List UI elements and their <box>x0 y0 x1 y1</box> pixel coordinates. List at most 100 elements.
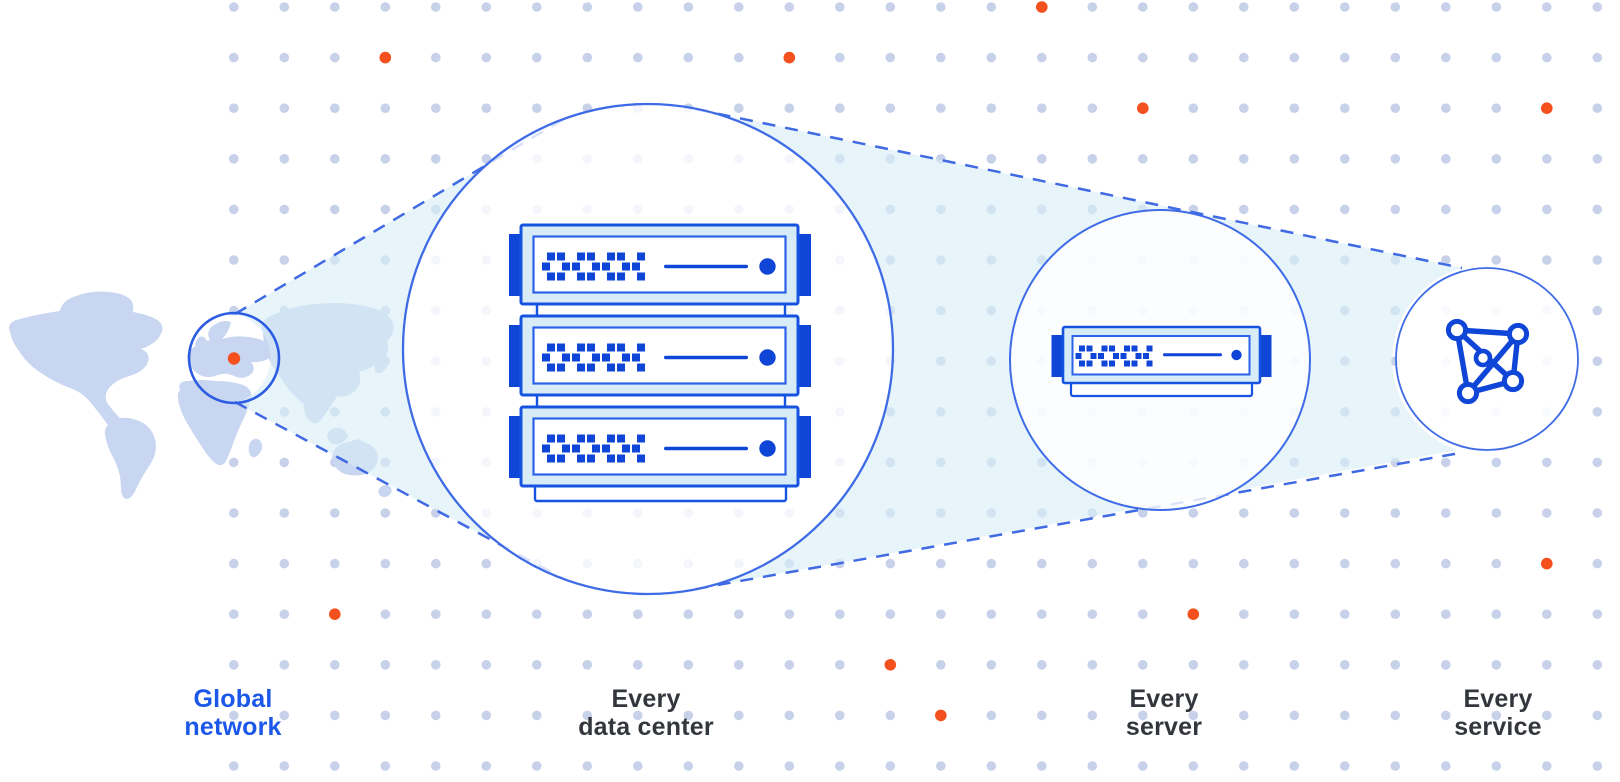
grid-dot <box>380 609 391 619</box>
grid-dot <box>532 52 542 63</box>
grid-dot <box>1491 457 1502 468</box>
grid-dot <box>633 761 643 771</box>
grid-dot <box>330 103 340 113</box>
accent-dot <box>884 659 897 671</box>
grid-dot <box>380 103 391 113</box>
grid-dot <box>330 508 340 518</box>
grid-dot <box>835 710 845 721</box>
label-line: Every <box>1129 685 1199 713</box>
grid-dot <box>1390 154 1401 164</box>
grid-dot <box>734 710 744 721</box>
grid-dot <box>481 154 492 164</box>
grid-dot <box>1188 761 1199 771</box>
grid-dot <box>1289 508 1300 518</box>
server-rack-icon <box>507 223 813 503</box>
grid-dot <box>986 154 997 164</box>
grid-dot <box>986 2 997 12</box>
grid-dot <box>734 2 744 12</box>
grid-dot <box>279 52 290 63</box>
grid-dot <box>936 660 946 670</box>
grid-dot <box>279 103 290 113</box>
zoom-cone-left <box>235 119 564 579</box>
grid-dot <box>986 761 997 771</box>
label-every-data-center: Every data center <box>496 685 796 741</box>
grid-dot <box>1542 710 1552 721</box>
grid-dot <box>279 710 290 721</box>
grid-dot <box>1441 660 1451 670</box>
grid-dot <box>1087 710 1098 721</box>
grid-dot <box>532 103 542 113</box>
grid-dot <box>986 52 997 63</box>
grid-dot <box>582 609 593 619</box>
grid-dot <box>683 2 694 12</box>
grid-dot <box>1289 52 1300 63</box>
accent-dot <box>935 709 947 722</box>
grid-dot <box>1340 508 1350 518</box>
grid-dot <box>1037 154 1047 164</box>
grid-dot <box>380 660 391 670</box>
grid-dot <box>1340 660 1350 670</box>
grid-dot <box>532 660 542 670</box>
grid-dot <box>1592 356 1603 367</box>
grid-dot <box>1441 457 1451 468</box>
grid-dot <box>683 609 694 619</box>
grid-dot <box>582 52 593 63</box>
grid-dot <box>1491 204 1502 215</box>
grid-dot <box>835 609 845 619</box>
grid-dot <box>835 660 845 670</box>
grid-dot <box>380 508 391 518</box>
grid-dot <box>279 204 290 215</box>
label-every-server: Every server <box>1014 685 1314 741</box>
grid-dot <box>532 609 542 619</box>
grid-dot <box>1087 154 1098 164</box>
grid-dot <box>1340 52 1350 63</box>
mesh-nodes <box>1445 318 1530 405</box>
grid-dot <box>1441 609 1451 619</box>
grid-dot <box>734 660 744 670</box>
grid-dot <box>885 609 896 619</box>
accent-dot <box>1187 608 1200 620</box>
grid-dot <box>1138 2 1148 12</box>
continent-north-america <box>9 308 163 428</box>
grid-dot <box>885 103 896 113</box>
grid-dot <box>1491 558 1502 569</box>
grid-dot <box>784 761 795 771</box>
grid-dot <box>683 660 694 670</box>
grid-dot <box>734 52 744 63</box>
grid-dot <box>1340 761 1350 771</box>
grid-dot <box>431 154 441 164</box>
grid-dot <box>1239 761 1249 771</box>
grid-dot <box>1390 710 1401 721</box>
grid-dot <box>1491 154 1502 164</box>
grid-dot <box>1239 52 1249 63</box>
grid-dot <box>481 761 492 771</box>
grid-dot <box>1390 609 1401 619</box>
grid-dot <box>1087 558 1098 569</box>
grid-dot <box>330 710 340 721</box>
grid-dot <box>1289 103 1300 113</box>
grid-dot <box>1188 2 1199 12</box>
grid-dot <box>734 103 744 113</box>
grid-dot <box>279 609 290 619</box>
grid-dot <box>784 609 795 619</box>
grid-dot <box>1542 508 1552 518</box>
grid-dot <box>1239 103 1249 113</box>
grid-dot <box>330 761 340 771</box>
grid-dot <box>1592 2 1603 12</box>
grid-dot <box>431 660 441 670</box>
grid-dot <box>1491 52 1502 63</box>
grid-dot <box>229 710 239 721</box>
grid-dot <box>1289 761 1300 771</box>
grid-dot <box>835 52 845 63</box>
grid-dot <box>633 710 643 721</box>
grid-dot <box>1390 2 1401 12</box>
grid-dot <box>279 761 290 771</box>
grid-dot <box>936 52 946 63</box>
grid-dot <box>936 558 946 569</box>
grid-dot <box>229 2 239 12</box>
grid-dot <box>734 609 744 619</box>
grid-dot <box>1138 508 1148 518</box>
grid-dot <box>330 2 340 12</box>
grid-dot <box>1340 609 1350 619</box>
grid-dot <box>1289 558 1300 569</box>
